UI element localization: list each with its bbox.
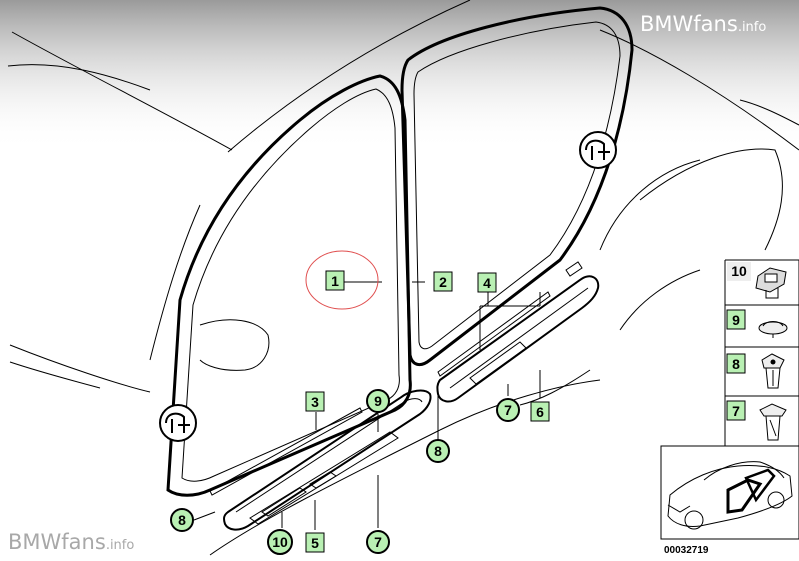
callout-9-label: 9 bbox=[374, 393, 382, 409]
leader-lines bbox=[193, 281, 541, 530]
callout-6-label: 6 bbox=[536, 404, 544, 420]
rear-sill-strip bbox=[436, 261, 600, 403]
watermark-top: BMWfans.info bbox=[640, 12, 766, 36]
callout-2-label: 2 bbox=[439, 274, 447, 290]
legend-item-8-label: 8 bbox=[732, 356, 740, 372]
rear-door-seal bbox=[400, 6, 634, 367]
front-sill-strip bbox=[209, 389, 432, 531]
top-gradient bbox=[0, 0, 799, 150]
callout-8-front-label: 8 bbox=[178, 512, 186, 528]
seal-clip-upper bbox=[579, 131, 617, 169]
grommet-clip-icon bbox=[755, 267, 787, 299]
callout-6[interactable]: 6 bbox=[530, 401, 550, 422]
fastener-legend: 10 9 8 bbox=[724, 259, 799, 447]
legend-item-7-label: 7 bbox=[732, 403, 740, 419]
callout-7-rear-label: 7 bbox=[504, 402, 512, 418]
watermark-bottom: BMWfans.info bbox=[8, 530, 134, 554]
legend-item-10-label: 10 bbox=[731, 263, 747, 279]
callout-8-rear-label: 8 bbox=[434, 443, 442, 459]
callout-10[interactable]: 10 bbox=[267, 529, 293, 555]
callout-7-front[interactable]: 7 bbox=[366, 530, 390, 554]
callout-1[interactable]: 1 bbox=[325, 270, 345, 291]
trim-clip-icon bbox=[759, 403, 787, 441]
expanding-rivet-icon bbox=[761, 353, 785, 389]
diagram-part-number: 00032719 bbox=[664, 545, 709, 556]
legend-item-8[interactable]: 8 bbox=[726, 353, 785, 389]
callout-4-label: 4 bbox=[483, 275, 491, 291]
push-button-clip-icon bbox=[758, 321, 788, 338]
legend-item-9[interactable]: 9 bbox=[726, 309, 788, 338]
callout-5[interactable]: 5 bbox=[305, 532, 325, 553]
highlight-circle bbox=[305, 250, 379, 310]
car-body-outline bbox=[7, 0, 799, 556]
seal-clip-lower bbox=[159, 404, 197, 442]
legend-item-9-label: 9 bbox=[732, 312, 740, 328]
legend-item-7[interactable]: 7 bbox=[726, 400, 787, 441]
legend-item-10[interactable]: 10 bbox=[727, 262, 787, 299]
callout-2[interactable]: 2 bbox=[433, 271, 453, 292]
callout-7-rear[interactable]: 7 bbox=[496, 398, 520, 422]
callout-8-front[interactable]: 8 bbox=[170, 508, 194, 532]
callout-3-label: 3 bbox=[311, 394, 319, 410]
callout-1-label: 1 bbox=[331, 273, 339, 289]
callout-5-label: 5 bbox=[311, 535, 319, 551]
callout-10-label: 10 bbox=[272, 534, 288, 550]
front-door-seal bbox=[166, 74, 412, 497]
callout-7-front-label: 7 bbox=[374, 534, 382, 550]
callout-8-rear[interactable]: 8 bbox=[426, 439, 450, 463]
car-thumbnail bbox=[660, 445, 799, 540]
callout-9[interactable]: 9 bbox=[366, 389, 390, 413]
callout-3[interactable]: 3 bbox=[305, 391, 325, 412]
callout-4[interactable]: 4 bbox=[477, 272, 497, 293]
